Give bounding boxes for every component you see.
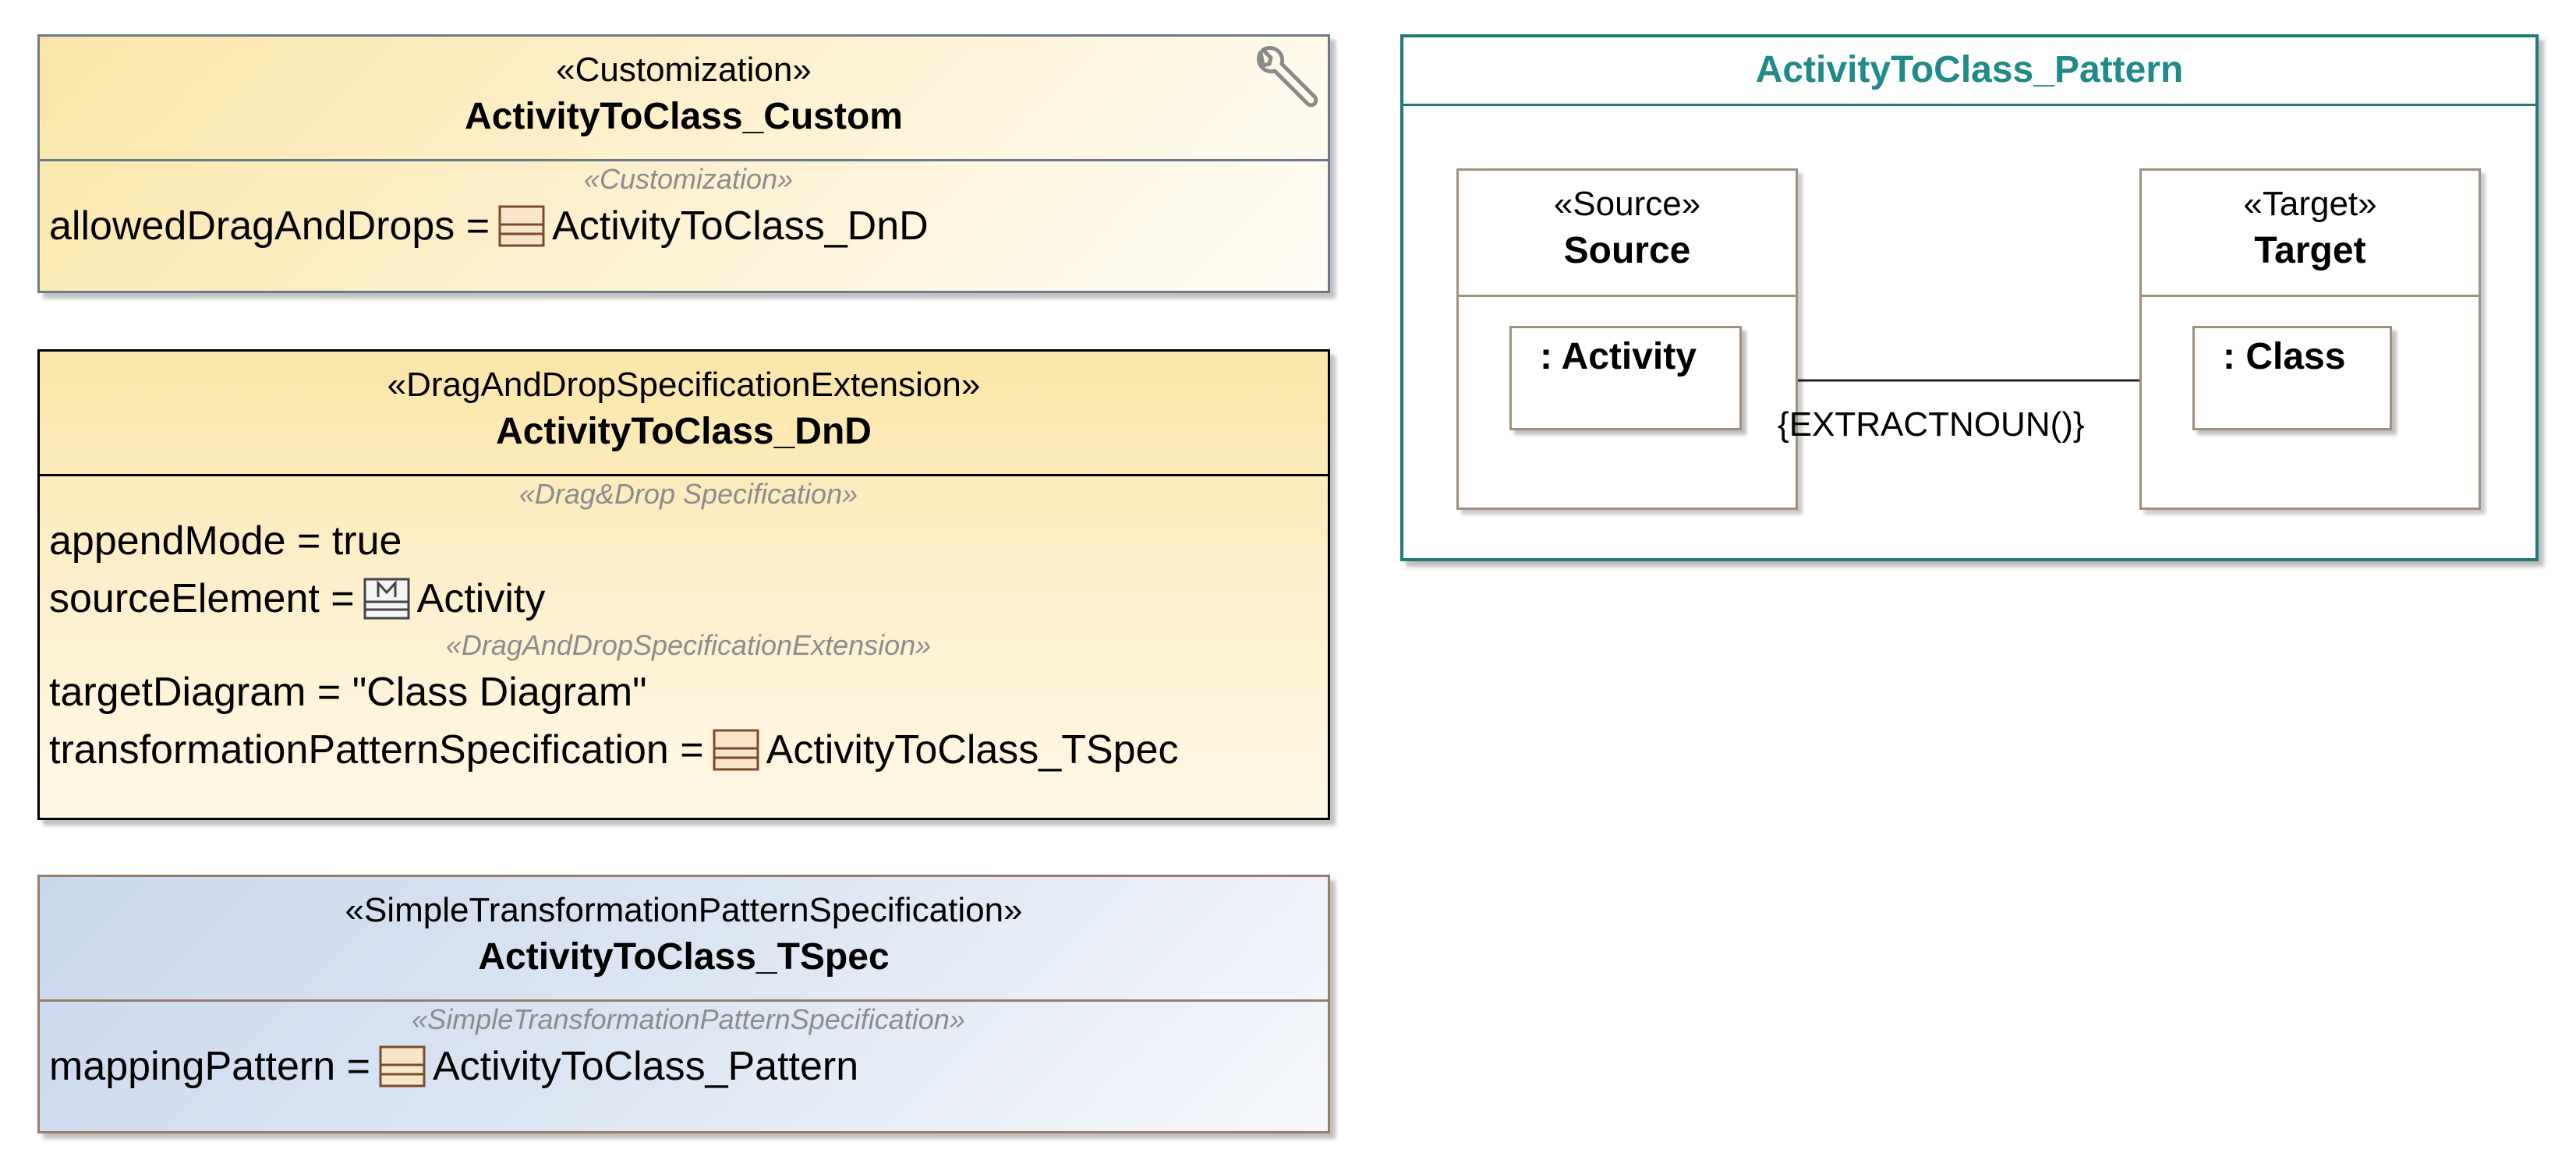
diagram-title: ActivityToClass_Pattern bbox=[1403, 37, 2535, 106]
class-header: «SimpleTransformationPatternSpecificatio… bbox=[40, 877, 1328, 1002]
class-header: «Customization» ActivityToClass_Custom bbox=[40, 37, 1328, 161]
part-name: Source bbox=[1563, 230, 1691, 271]
stereotype-label: «Target» bbox=[2243, 185, 2377, 223]
property-transformation-pattern-specification: transformationPatternSpecification = Act… bbox=[49, 721, 1328, 779]
class-element-icon bbox=[713, 729, 759, 771]
metaclass-element-icon bbox=[363, 578, 410, 620]
property-allowed-drag-and-drops: allowedDragAndDrops = ActivityToClass_Dn… bbox=[49, 197, 1328, 255]
transformation-spec-class-box[interactable]: «SimpleTransformationPatternSpecificatio… bbox=[37, 875, 1330, 1133]
property-value[interactable]: ActivityToClass_Pattern bbox=[432, 1044, 859, 1089]
customization-class-box[interactable]: «Customization» ActivityToClass_Custom «… bbox=[37, 34, 1330, 293]
activity-role[interactable]: : Activity bbox=[1509, 326, 1742, 430]
class-element-icon bbox=[379, 1045, 426, 1087]
property-source-element: sourceElement = Activity bbox=[49, 570, 1328, 628]
class-role[interactable]: : Class bbox=[2192, 326, 2392, 430]
section-label: «SimpleTransformationPatternSpecificatio… bbox=[412, 1003, 965, 1035]
part-header: «Target» Target bbox=[2142, 171, 2479, 297]
section-label: «Drag&Drop Specification» bbox=[518, 478, 858, 510]
class-element-icon bbox=[498, 205, 545, 247]
stereotype-label: «SimpleTransformationPatternSpecificatio… bbox=[345, 891, 1023, 929]
part-name: Target bbox=[2254, 230, 2366, 271]
property-name: allowedDragAndDrops = bbox=[49, 203, 490, 249]
property-append-mode: appendMode = true bbox=[49, 518, 402, 564]
wrench-icon bbox=[1256, 45, 1318, 108]
stereotype-label: «Source» bbox=[1553, 185, 1701, 223]
tagged-values-compartment: «Drag&Drop Specification» appendMode = t… bbox=[40, 476, 1328, 779]
connector-constraint: {EXTRACTNOUN()} bbox=[1778, 405, 2085, 444]
pattern-diagram-frame[interactable]: ActivityToClass_Pattern «Source» Source … bbox=[1400, 34, 2539, 561]
property-target-diagram: targetDiagram = "Class Diagram" bbox=[49, 670, 647, 715]
stereotype-label: «Customization» bbox=[556, 51, 812, 89]
class-header: «DragAndDropSpecificationExtension» Acti… bbox=[40, 352, 1328, 476]
dnd-specification-class-box[interactable]: «DragAndDropSpecificationExtension» Acti… bbox=[37, 349, 1330, 820]
property-name: sourceElement = bbox=[49, 576, 355, 621]
property-value[interactable]: ActivityToClass_TSpec bbox=[766, 727, 1179, 773]
stereotype-label: «DragAndDropSpecificationExtension» bbox=[387, 366, 981, 404]
part-header: «Source» Source bbox=[1459, 171, 1796, 297]
class-name: ActivityToClass_TSpec bbox=[478, 936, 890, 978]
property-value[interactable]: Activity bbox=[416, 576, 546, 621]
property-name: mappingPattern = bbox=[49, 1044, 370, 1089]
section-label: «Customization» bbox=[583, 163, 794, 195]
property-value[interactable]: ActivityToClass_DnD bbox=[552, 203, 929, 249]
class-name: ActivityToClass_DnD bbox=[496, 411, 872, 452]
class-name: ActivityToClass_Custom bbox=[465, 96, 903, 137]
property-name: transformationPatternSpecification = bbox=[49, 727, 704, 773]
tagged-values-compartment: «Customization» allowedDragAndDrops = Ac… bbox=[40, 161, 1328, 255]
section-label: «DragAndDropSpecificationExtension» bbox=[445, 629, 932, 661]
tagged-values-compartment: «SimpleTransformationPatternSpecificatio… bbox=[40, 1002, 1328, 1095]
property-mapping-pattern: mappingPattern = ActivityToClass_Pattern bbox=[49, 1038, 1328, 1095]
